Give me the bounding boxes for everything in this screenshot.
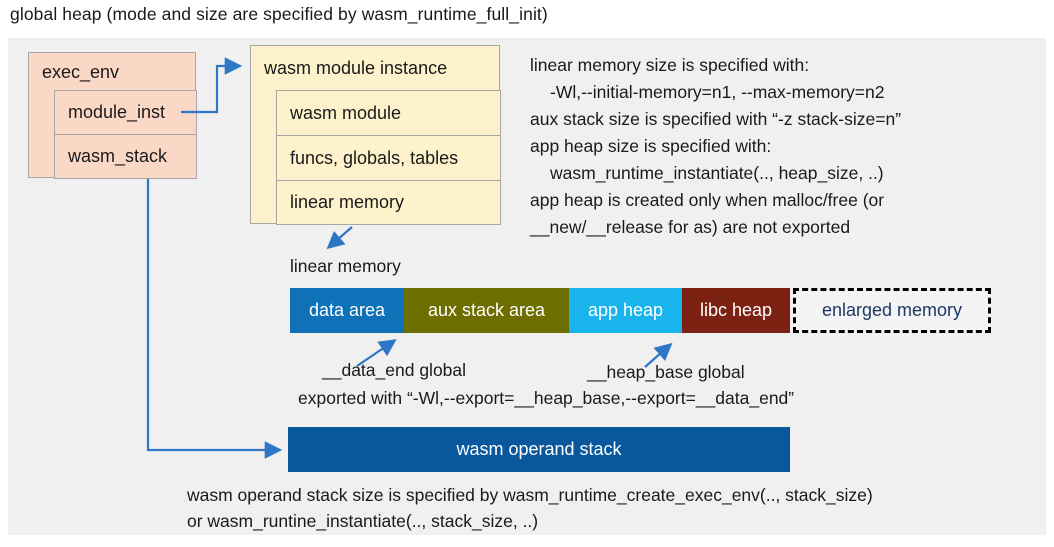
- note-line: __new/__release for as) are not exported: [530, 217, 851, 237]
- data-end-global-label: __data_end global: [322, 360, 467, 380]
- operand-stack-notes: wasm operand stack size is specified by …: [187, 482, 1047, 534]
- exec-env-field-module-inst: module_inst: [54, 90, 197, 135]
- field-funcs-globals-tables: funcs, globals, tables: [276, 135, 501, 181]
- field-wasm-module: wasm module: [276, 90, 501, 136]
- note-line: app heap is created only when malloc/fre…: [530, 190, 885, 210]
- note-line: wasm operand stack size is specified by …: [187, 485, 873, 505]
- memory-size-notes: linear memory size is specified with: -W…: [530, 52, 1042, 241]
- note-line: aux stack size is specified with “-z sta…: [530, 109, 902, 129]
- note-line: app heap size is specified with:: [530, 136, 772, 156]
- segment-app-heap: app heap: [569, 288, 682, 333]
- heap-base-global-label: __heap_base global: [587, 362, 745, 382]
- export-note: exported with “-Wl,--export=__heap_base,…: [298, 388, 795, 408]
- note-line: -Wl,--initial-memory=n1, --max-memory=n2: [550, 82, 885, 102]
- note-line: or wasm_runtine_instantiate(.., stack_si…: [187, 511, 539, 531]
- note-line: wasm_runtime_instantiate(.., heap_size, …: [550, 163, 884, 183]
- exec-env-field-wasm-stack: wasm_stack: [54, 134, 197, 179]
- segment-libc-heap: libc heap: [682, 288, 790, 333]
- wasm-module-instance-title: wasm module instance: [264, 58, 448, 78]
- exec-env-box: exec_env module_inst wasm_stack: [28, 52, 197, 179]
- wasm-module-instance-box: wasm module instance wasm module funcs, …: [250, 45, 501, 225]
- segment-enlarged-memory: enlarged memory: [793, 288, 991, 333]
- linear-memory-label: linear memory: [290, 256, 401, 276]
- wasm-operand-stack-bar: wasm operand stack: [288, 427, 790, 472]
- exec-env-title: exec_env: [42, 61, 120, 82]
- note-line: linear memory size is specified with:: [530, 55, 810, 75]
- page-title: global heap (mode and size are specified…: [10, 4, 548, 24]
- segment-aux-stack-area: aux stack area: [404, 288, 569, 333]
- segment-data-area: data area: [290, 288, 404, 333]
- field-linear-memory: linear memory: [276, 180, 501, 225]
